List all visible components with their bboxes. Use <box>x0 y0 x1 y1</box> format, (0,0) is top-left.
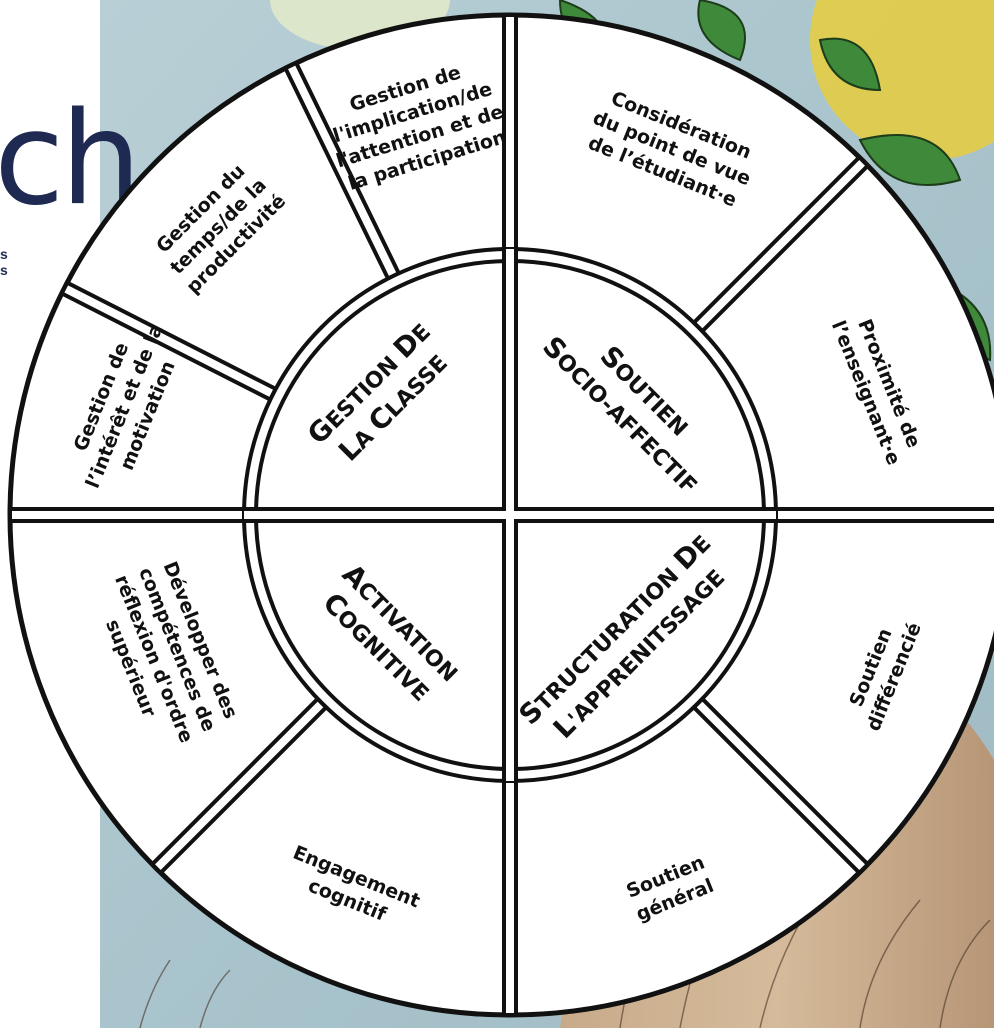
logo-subline-1: s <box>0 246 8 262</box>
quadrant-cross <box>244 249 776 781</box>
outer-divider-6 <box>8 507 246 523</box>
outer-divider-4 <box>502 779 518 1017</box>
outer-divider-2 <box>774 507 994 523</box>
logo-subline-2: s <box>0 262 8 278</box>
outer-divider-0 <box>502 13 518 251</box>
yellow-wash <box>810 0 994 160</box>
outer-dividers <box>8 13 994 1017</box>
